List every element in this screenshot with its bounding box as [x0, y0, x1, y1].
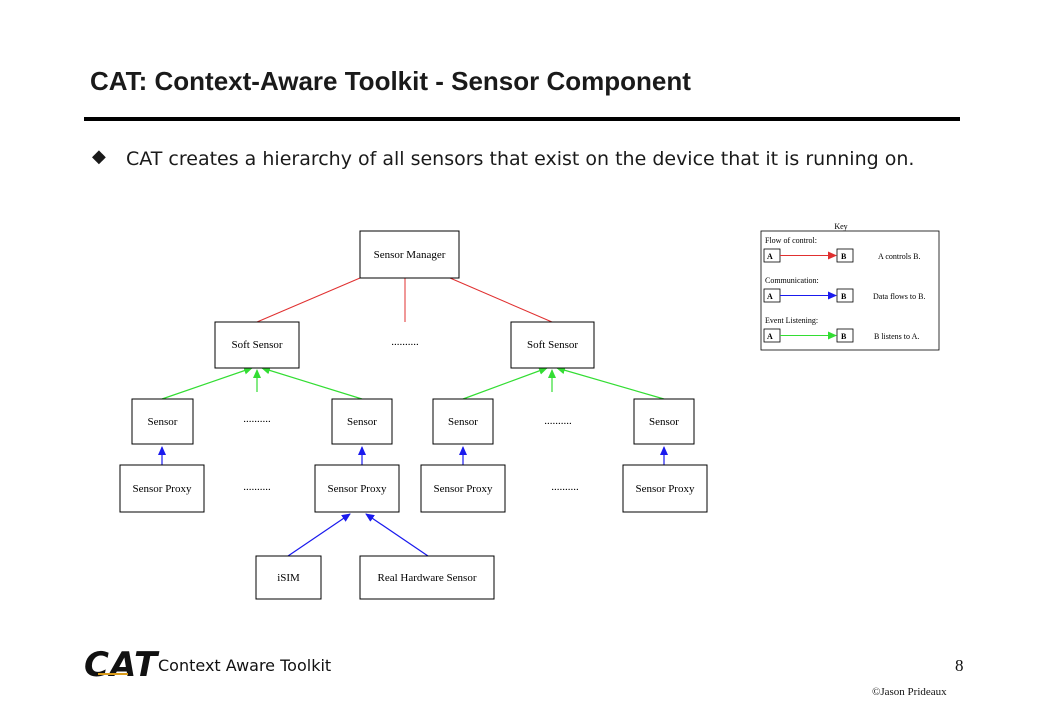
legend-data-a: A — [767, 292, 773, 301]
legend-data-heading: Communication: — [765, 276, 819, 285]
legend-data-b: B — [841, 292, 847, 301]
box-real-hardware-sensor — [359, 555, 495, 600]
box-soft-sensor-left — [214, 321, 300, 369]
edge-isim-to-proxy2 — [287, 513, 351, 557]
label-soft-sensor-right: Soft Sensor — [527, 339, 578, 351]
box-isim — [255, 555, 322, 600]
box-soft-sensor-right — [510, 321, 595, 369]
logo-underline — [98, 673, 128, 675]
copyright: ©Jason Prideaux — [872, 686, 947, 698]
edge-sensor3-to-soft-right — [462, 367, 548, 400]
box-sensor-manager — [359, 230, 460, 279]
ellipsis-proxies-right: .......... — [551, 481, 579, 493]
label-sensor-2: Sensor — [347, 416, 377, 428]
edge-sensor4-to-soft-right — [556, 366, 665, 400]
listen-edges — [161, 366, 665, 400]
legend-control-desc: A controls B. — [878, 252, 920, 261]
label-sensor-3: Sensor — [448, 416, 478, 428]
legend-listen-b: B — [841, 332, 847, 341]
legend-listen-desc: B listens to A. — [874, 332, 919, 341]
legend: Key Flow of control: A B A controls B. C… — [760, 222, 940, 351]
label-sensor-manager: Sensor Manager — [374, 249, 446, 261]
edge-manager-to-soft-left — [256, 277, 361, 323]
legend-data-desc: Data flows to B. — [873, 292, 925, 301]
label-sensor-1: Sensor — [148, 416, 178, 428]
label-sensor-proxy-2: Sensor Proxy — [328, 483, 387, 495]
data-edges — [158, 446, 668, 557]
box-sensor-3 — [432, 398, 494, 445]
legend-control-heading: Flow of control: — [765, 236, 817, 245]
ellipsis-sensors-left: .......... — [243, 413, 271, 425]
ellipsis-proxies-left: .......... — [243, 481, 271, 493]
bullet-text: CAT creates a hierarchy of all sensors t… — [126, 148, 915, 170]
title-underline — [84, 117, 960, 121]
label-sensor-4: Sensor — [649, 416, 679, 428]
diagram-nodes — [119, 230, 708, 600]
bullet-icon: ◆ — [92, 146, 106, 166]
legend-control-b: B — [841, 252, 847, 261]
legend-control-b-box — [836, 248, 854, 263]
box-sensor-1 — [131, 398, 194, 445]
ellipsis-sensors-right: .......... — [544, 415, 572, 427]
label-sensor-proxy-3: Sensor Proxy — [434, 483, 493, 495]
page-number: 8 — [955, 656, 964, 675]
label-sensor-proxy-1: Sensor Proxy — [133, 483, 192, 495]
box-sensor-proxy-3 — [420, 464, 506, 513]
edge-manager-to-soft-right — [449, 277, 553, 323]
legend-listen-a: A — [767, 332, 773, 341]
box-sensor-2 — [331, 398, 393, 445]
legend-title: Key — [834, 222, 847, 231]
label-real-hardware-sensor: Real Hardware Sensor — [378, 572, 477, 584]
label-sensor-proxy-4: Sensor Proxy — [636, 483, 695, 495]
edge-hardware-to-proxy2 — [365, 513, 429, 557]
label-soft-sensor-left: Soft Sensor — [231, 339, 282, 351]
box-sensor-proxy-4 — [622, 464, 708, 513]
box-sensor-proxy-2 — [314, 464, 400, 513]
edge-sensor2-to-soft-left — [261, 366, 363, 400]
edge-sensor1-to-soft-left — [161, 366, 253, 400]
slide-title: CAT: Context-Aware Toolkit - Sensor Comp… — [90, 66, 691, 96]
cat-logo: CAT — [84, 645, 159, 685]
legend-control-a: A — [767, 252, 773, 261]
legend-listen-heading: Event Listening: — [765, 316, 818, 325]
control-edges — [256, 277, 553, 323]
label-isim: iSIM — [277, 572, 300, 584]
legend-listen-b-box — [836, 328, 854, 343]
diagram-labels: Sensor Manager Soft Sensor Soft Sensor S… — [133, 249, 695, 584]
legend-data-b-box — [836, 288, 854, 303]
ellipsis-soft-sensors: .......... — [391, 336, 419, 348]
box-sensor-4 — [633, 398, 695, 445]
footer-toolkit-name: Context Aware Toolkit — [158, 656, 332, 675]
box-sensor-proxy-1 — [119, 464, 205, 513]
